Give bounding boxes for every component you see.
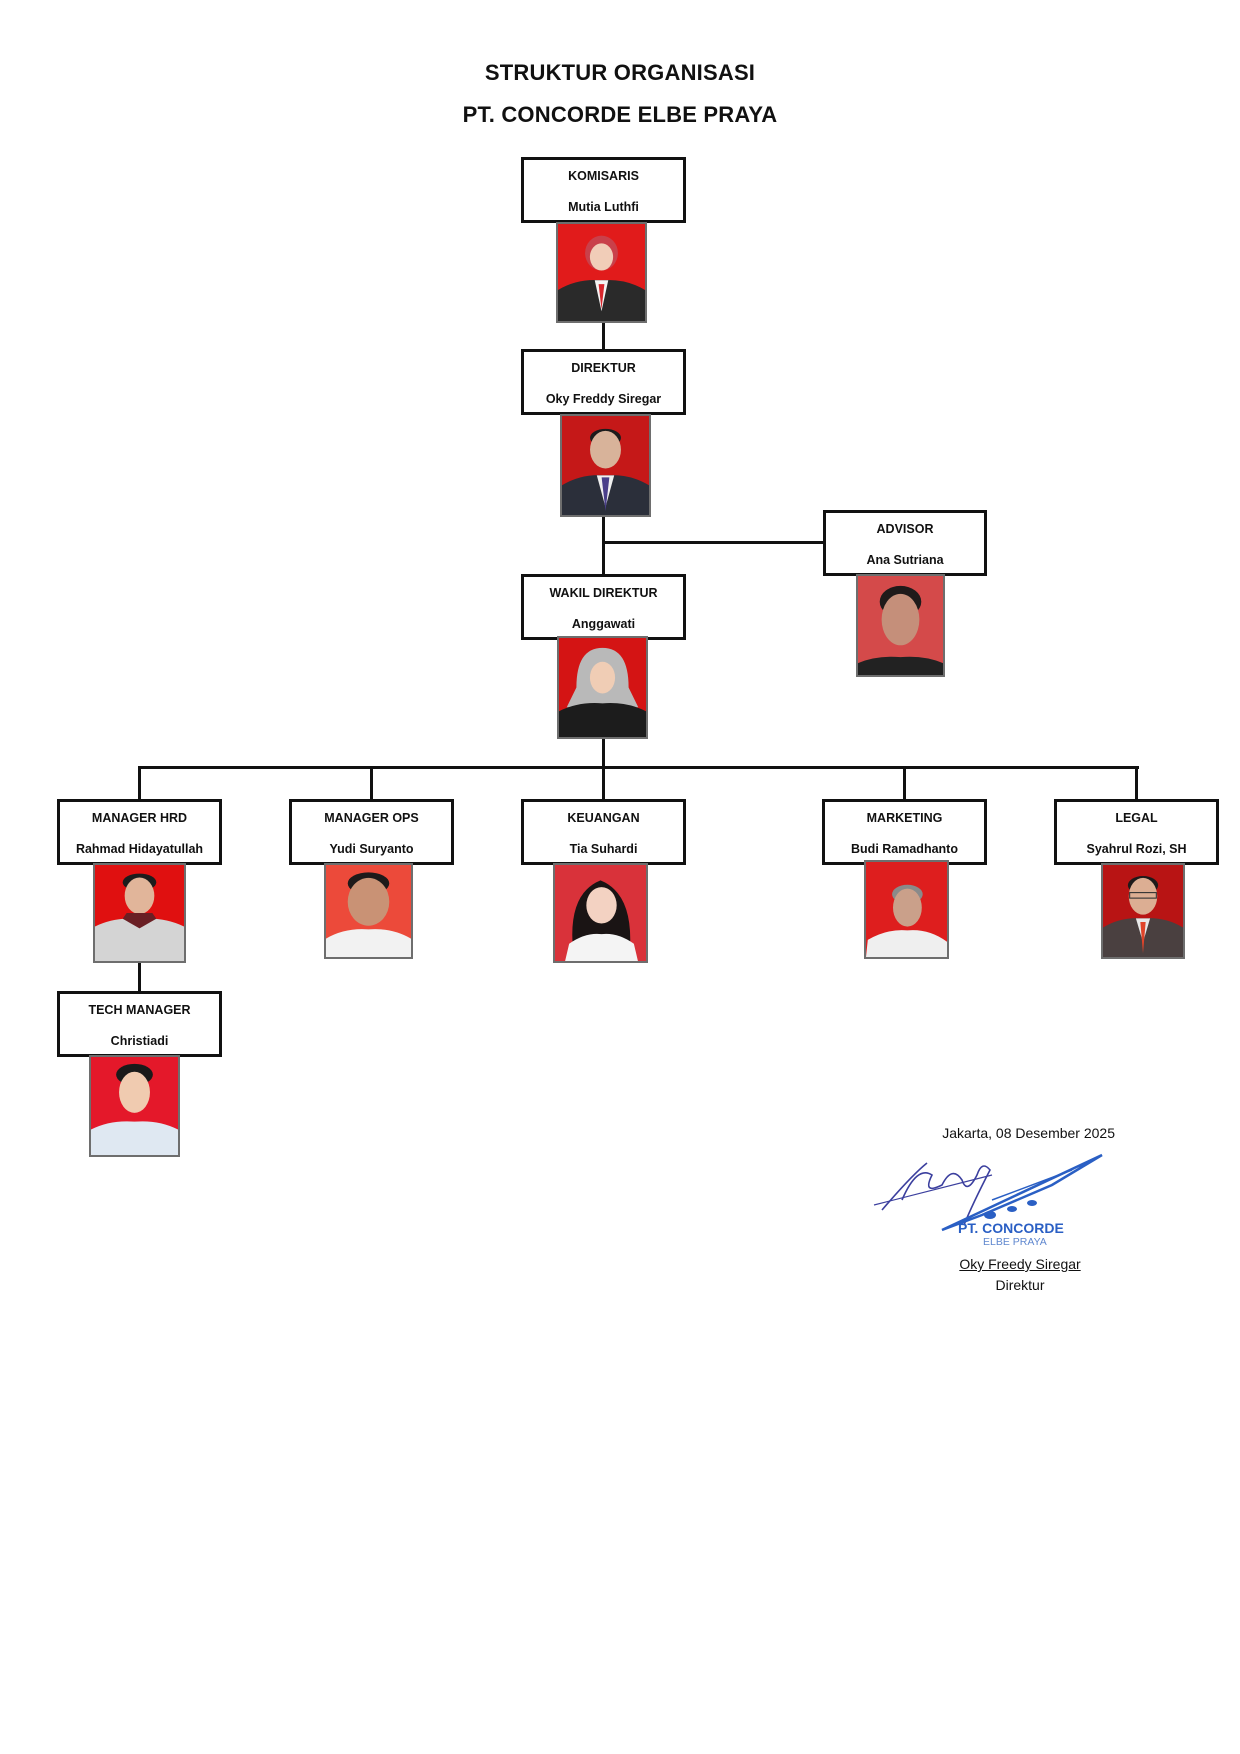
person-name: Rahmad Hidayatullah [75,842,204,856]
connector-direktur-wakil [602,517,605,575]
photo-manager-hrd [93,863,186,963]
connector-hrd [138,766,141,800]
person-portrait-icon [95,865,184,961]
connector-ops [370,766,373,800]
person-portrait-icon [559,638,646,737]
connector-managers-horizontal [138,766,1139,769]
role-label: KEUANGAN [567,811,640,825]
connector-hrd-tech [138,962,141,992]
org-box-manager-hrd: MANAGER HRD Rahmad Hidayatullah [57,799,222,865]
role-label: LEGAL [1115,811,1158,825]
org-box-marketing: MARKETING Budi Ramadhanto [822,799,987,865]
photo-direktur [560,414,651,517]
role-label: MANAGER OPS [324,811,419,825]
org-box-manager-ops: MANAGER OPS Yudi Suryanto [289,799,454,865]
role-label: MANAGER HRD [91,811,188,825]
person-name: Christiadi [110,1034,169,1048]
person-name: Budi Ramadhanto [851,842,958,856]
org-box-komisaris: KOMISARIS Mutia Luthfi [521,157,686,223]
company-name: PT. CONCORDE ELBE PRAYA [462,102,778,127]
signature-place-date: Jakarta, 08 Desember 2025 [942,1125,1115,1141]
connector-komisaris-direktur [602,322,605,350]
signer-title: Direktur [995,1277,1045,1293]
person-name: Ana Sutriana [866,553,944,567]
photo-keuangan [553,863,648,963]
person-portrait-icon [558,224,645,321]
person-portrait-icon [1103,865,1183,957]
company-logo-subtext: ELBE PRAYA [983,1236,1047,1248]
photo-legal [1101,863,1185,959]
person-portrait-icon [866,862,947,957]
role-label: MARKETING [866,811,943,825]
photo-komisaris [556,222,647,323]
role-label: DIREKTUR [571,361,636,375]
role-label: WAKIL DIREKTUR [549,586,658,600]
role-label: TECH MANAGER [88,1003,191,1017]
org-box-wakil-direktur: WAKIL DIREKTUR Anggawati [521,574,686,640]
org-box-tech-manager: TECH MANAGER Christiadi [57,991,222,1057]
company-logo-text: PT. CONCORDE [958,1220,1064,1236]
person-name: Tia Suhardi [569,842,638,856]
person-portrait-icon [555,865,646,961]
signature-scribble-icon [873,1153,1103,1232]
connector-wakil-down [602,738,605,768]
photo-tech-manager [89,1055,180,1157]
page-title: STRUKTUR ORGANISASI [484,60,756,85]
person-portrait-icon [858,576,943,675]
person-name: Syahrul Rozi, SH [1086,842,1187,856]
role-label: ADVISOR [876,522,934,536]
role-label: KOMISARIS [568,169,639,183]
org-box-keuangan: KEUANGAN Tia Suhardi [521,799,686,865]
person-portrait-icon [326,865,411,957]
connector-legal [1135,766,1138,800]
person-name: Oky Freddy Siregar [545,392,662,406]
signer-name: Oky Freedy Siregar [959,1256,1081,1272]
org-box-direktur: DIREKTUR Oky Freddy Siregar [521,349,686,415]
connector-keuangan [602,766,605,800]
photo-marketing [864,860,949,959]
connector-advisor [602,541,824,544]
photo-wakil-direktur [557,636,648,739]
org-box-advisor: ADVISOR Ana Sutriana [823,510,987,576]
person-name: Anggawati [571,617,636,631]
connector-marketing [903,766,906,800]
org-box-legal: LEGAL Syahrul Rozi, SH [1054,799,1219,865]
photo-advisor [856,574,945,677]
person-portrait-icon [562,416,649,515]
person-portrait-icon [91,1057,178,1155]
photo-manager-ops [324,863,413,959]
person-name: Yudi Suryanto [329,842,414,856]
person-name: Mutia Luthfi [568,200,639,214]
